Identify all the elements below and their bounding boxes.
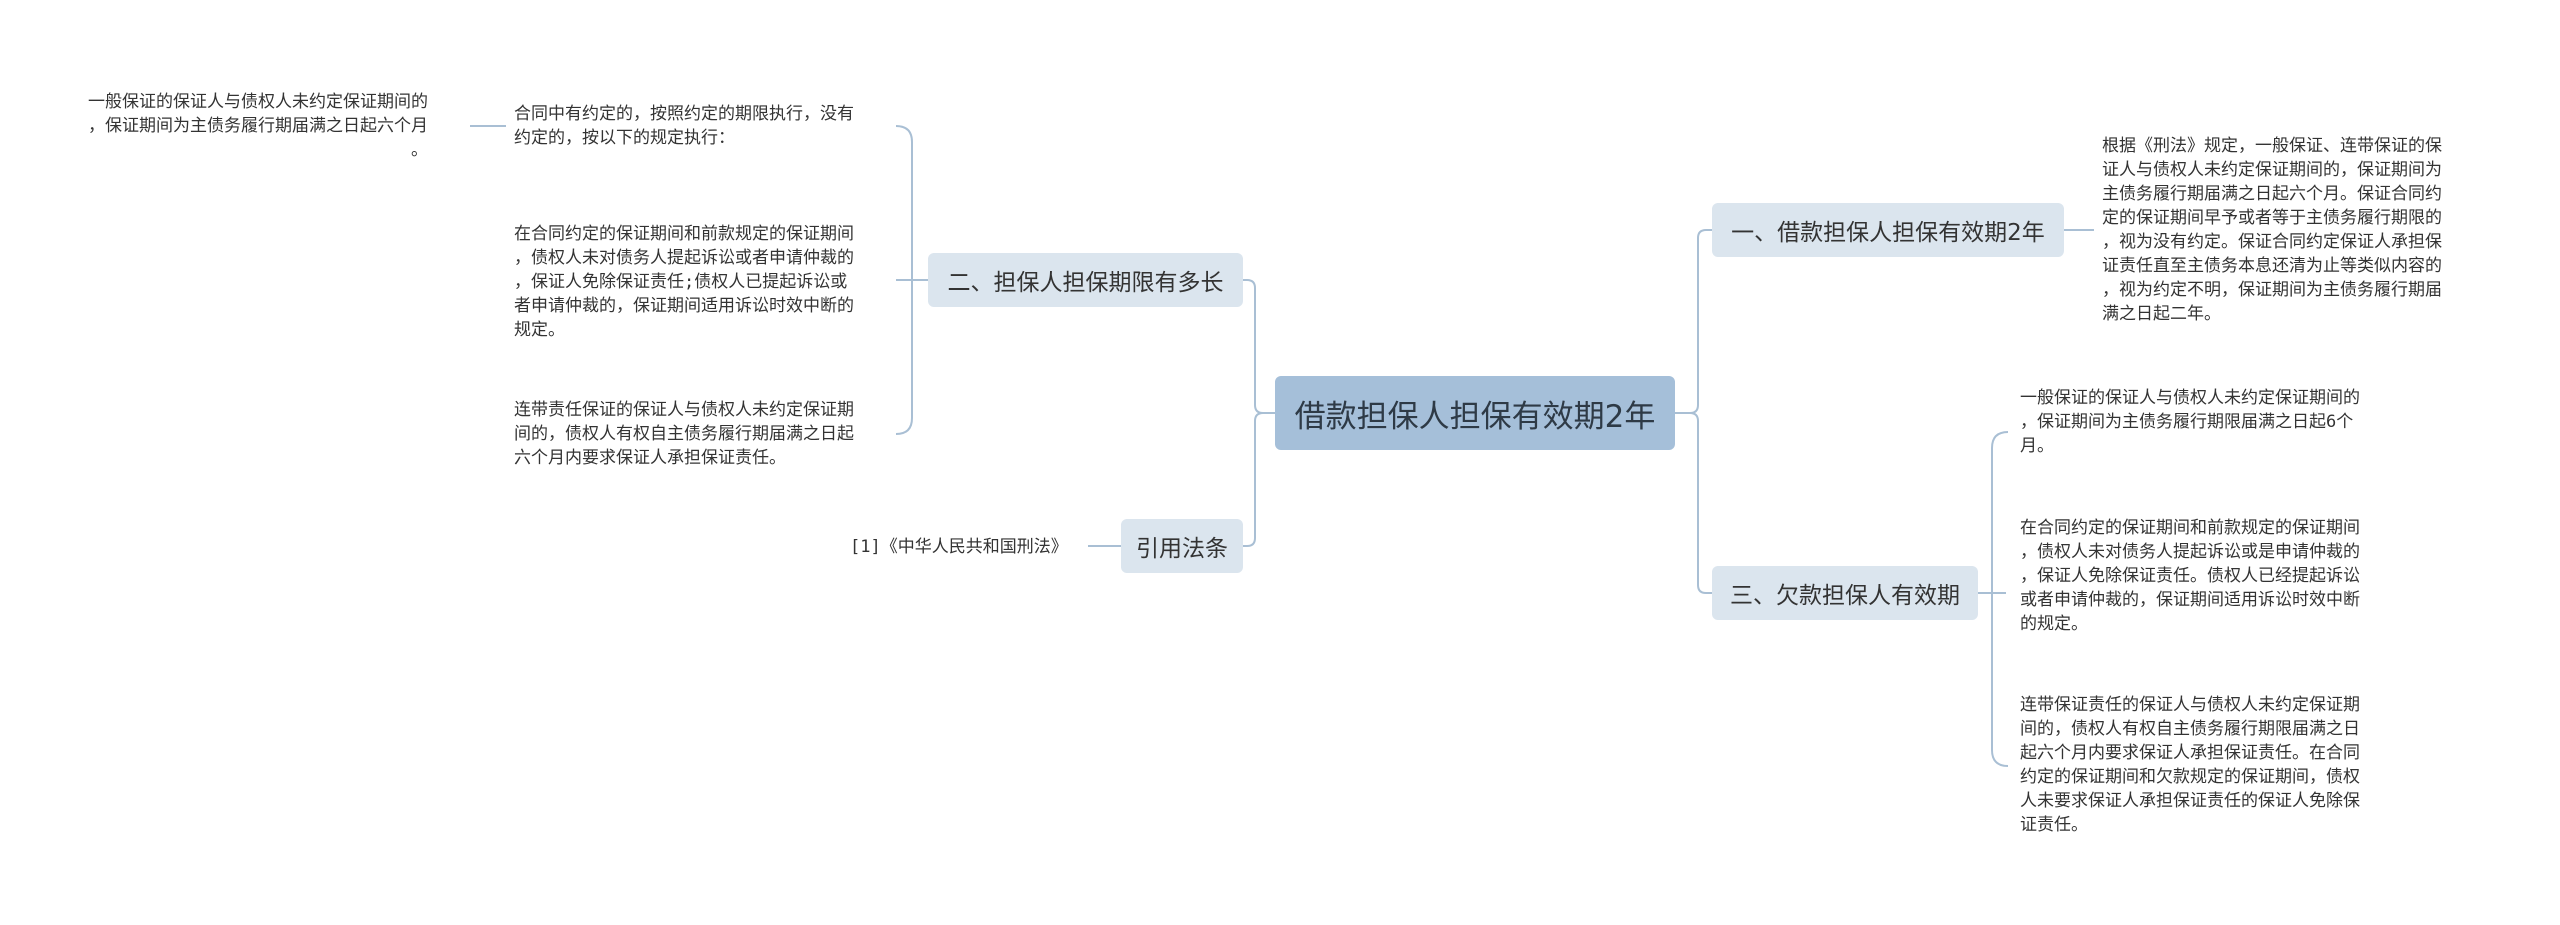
leaf-contract-exemption-rules: 在合同约定的保证期间和前款规定的保证期间 ，债权人未对债务人提起诉讼或者申请仲裁… [514,224,854,340]
root-node[interactable]: 借款担保人担保有效期2年 [1275,376,1675,450]
root-label: 借款担保人担保有效期2年 [1294,398,1656,435]
leaf-criminal-law-provision: 根据《刑法》规定，一般保证、连带保证的保 证人与债权人未约定保证期间的，保证期间… [2102,136,2442,324]
connector-root-left-2 [1243,412,1275,547]
leaf-general-guarantee-period: 一般保证的保证人与债权人未约定保证期间的 ，保证期间为主债务履行期限届满之日起6… [2020,388,2360,456]
leaf-joint-liability-guarantee: 连带保证责任的保证人与债权人未约定保证期 间的，债权人有权自主债务履行期限届满之… [2020,695,2360,835]
connector-right-2-bracket [1978,431,2009,767]
leaf-joint-liability-period: 连带责任保证的保证人与债权人未约定保证期 间的，债权人有权自主债务履行期届满之日… [514,400,854,468]
connector-root-right-2 [1675,412,1712,594]
branch-label: 引用法条 [1136,536,1228,562]
branch-guarantee-period-length[interactable]: 二、担保人担保期限有多长 [928,253,1243,307]
connector-root-left-1 [1243,279,1275,414]
branch-cited-law[interactable]: 引用法条 [1121,519,1243,573]
leaf-guarantee-exemption: 在合同约定的保证期间和前款规定的保证期间 ，债权人未对债务人提起诉讼或是申请仲裁… [2020,518,2360,634]
connector-root-right-1 [1675,229,1712,414]
branch-loan-guarantor-validity[interactable]: 一、借款担保人担保有效期2年 [1712,203,2064,257]
branch-label: 三、欠款担保人有效期 [1730,583,1960,609]
leaf-criminal-law-citation: [1]《中华人民共和国刑法》 [850,537,1068,557]
branch-label: 一、借款担保人担保有效期2年 [1731,220,2045,246]
leaf-general-guarantee-six-months: 一般保证的保证人与债权人未约定保证期间的 ，保证期间为主债务履行期届满之日起六个… [88,92,428,160]
branch-label: 二、担保人担保期限有多长 [947,270,1224,296]
leaf-contract-agreed-period: 合同中有约定的，按照约定的期限执行，没有 约定的，按以下的规定执行： [514,104,854,148]
branch-debt-guarantor-validity[interactable]: 三、欠款担保人有效期 [1712,566,1978,620]
